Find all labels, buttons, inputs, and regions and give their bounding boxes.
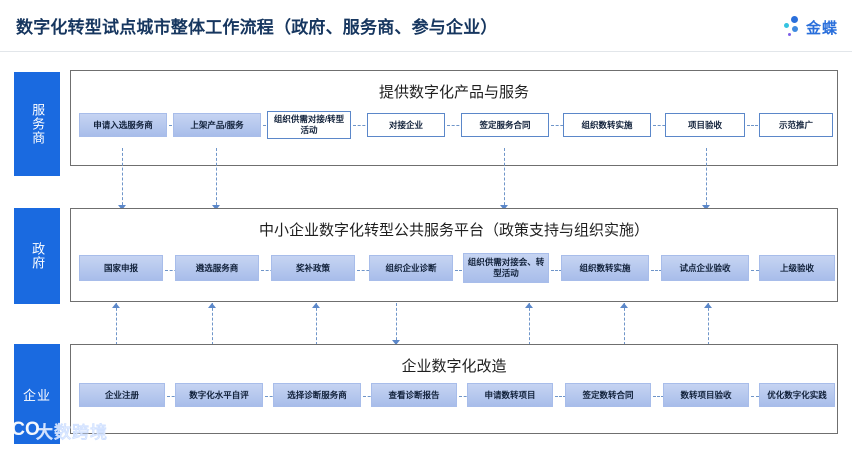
brand-logo: 金蝶 [783,14,838,40]
step-list-enterprise: 企业注册 数字化水平自评 选择诊断服务商 查看诊断报告 申请数转项目 签定数转合… [71,345,837,433]
step-box[interactable]: 数字化水平自评 [175,383,263,407]
cross-lane-arrow-up [312,303,321,345]
step-box[interactable]: 优化数字化实践 [759,383,835,407]
cross-lane-arrow-up [620,303,629,345]
cross-lane-arrow-up [208,303,217,345]
step-list-government: 国家申报 遴选服务商 奖补政策 组织企业诊断 组织供需对接会、转型活动 组织数转… [71,209,837,301]
lane-title-enterprise: 企业数字化改造 [401,358,507,375]
step-box[interactable]: 申请入选服务商 [79,113,167,137]
step-box[interactable]: 企业注册 [79,383,165,407]
cross-lane-arrow-down [118,148,127,210]
brand-name: 金蝶 [805,19,838,37]
step-box[interactable]: 对接企业 [367,113,445,137]
header-divider [0,51,852,52]
step-box[interactable]: 上级验收 [759,255,835,281]
step-box[interactable]: 选择诊断服务商 [273,383,361,407]
step-box[interactable]: 组织企业诊断 [369,255,453,281]
step-box[interactable]: 项目验收 [665,113,745,137]
step-box[interactable]: 查看诊断报告 [371,383,457,407]
lane-title-government: 中小企业数字化转型公共服务平台（政策支持与组织实施） [258,222,649,239]
lane-container-government: 中小企业数字化转型公共服务平台（政策支持与组织实施） 国家申报 遴选服务商 奖补… [70,208,838,302]
step-box[interactable]: 数转项目验收 [663,383,749,407]
step-box[interactable]: 奖补政策 [271,255,355,281]
lane-title-service-provider: 提供数字化产品与服务 [378,84,529,101]
page-title: 数字化转型试点城市整体工作流程（政府、服务商、参与企业） [16,18,498,37]
step-box[interactable]: 试点企业验收 [661,255,749,281]
step-box[interactable]: 组织数转实施 [561,255,649,281]
step-box[interactable]: 签定服务合同 [461,113,549,137]
cross-lane-arrow-up [525,303,534,345]
cross-lane-arrow-up [112,303,121,345]
step-box[interactable]: 组织供需对接/转型活动 [267,111,351,139]
kingdee-dots-logo-icon [783,15,803,39]
page-header: 数字化转型试点城市整体工作流程（政府、服务商、参与企业） 金蝶 [0,0,852,52]
step-box[interactable]: 国家申报 [79,255,163,281]
cross-lane-arrow-down [212,148,221,210]
lane-label-service-provider: 服务商 [14,72,60,176]
step-list-service-provider: 申请入选服务商 上架产品/服务 组织供需对接/转型活动 对接企业 签定服务合同 … [71,71,837,165]
step-box[interactable]: 签定数转合同 [565,383,651,407]
step-box[interactable]: 遴选服务商 [175,255,259,281]
step-box[interactable]: 申请数转项目 [467,383,553,407]
step-box[interactable]: 组织供需对接会、转型活动 [463,253,549,283]
step-box[interactable]: 上架产品/服务 [173,113,261,137]
cross-lane-arrow-down [702,148,711,210]
step-box[interactable]: 组织数转实施 [563,113,651,137]
cross-lane-arrow-up [704,303,713,345]
lane-label-government: 政府 [14,208,60,304]
cross-lane-arrow-down [392,303,401,345]
step-box[interactable]: 示范推广 [759,113,833,137]
lane-label-enterprise: 企业 [14,344,60,444]
lane-container-enterprise: 企业数字化改造 企业注册 数字化水平自评 选择诊断服务商 查看诊断报告 申请数转… [70,344,838,434]
cross-lane-arrow-down [500,148,509,210]
lane-container-service-provider: 提供数字化产品与服务 申请入选服务商 上架产品/服务 组织供需对接/转型活动 对… [70,70,838,166]
